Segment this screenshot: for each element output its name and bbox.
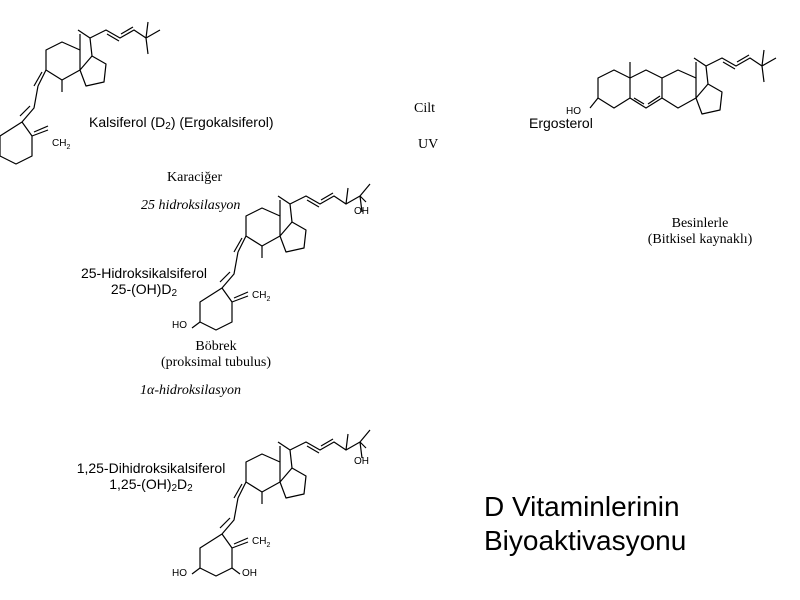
- ch2-atom-label: CH2: [252, 290, 270, 303]
- ch2-atom-label: CH2: [252, 536, 270, 549]
- hydroxy25-line2: 25-(OH)D2: [110, 281, 178, 299]
- calciferol-structure: HO CH2: [0, 21, 161, 165]
- dihydroxy-structure: OH HO OH CH2: [172, 429, 371, 579]
- dihydroxy-name: 1,25-Dihidroksikalsiferol 1,25-(OH)2D2: [56, 460, 246, 494]
- ergosterol-structure: HO: [566, 49, 777, 117]
- ho-atom-label: HO: [172, 320, 187, 331]
- hydroxy25-structure: OH HO CH2: [172, 183, 371, 331]
- diet-label: Besinlerle (Bitkisel kaynaklı): [640, 216, 760, 248]
- skin-label: Cilt: [414, 101, 436, 116]
- dihydroxy-line1: 1,25-Dihidroksikalsiferol: [76, 460, 226, 476]
- ho-atom-label: HO: [172, 568, 187, 579]
- kidney-organ: Böbrek: [195, 339, 237, 354]
- dihydroxy-line2: 1,25-(OH)2D2: [109, 476, 193, 494]
- oh-atom-label: OH: [242, 568, 257, 579]
- ergosterol-name: Ergosterol: [529, 115, 593, 131]
- hydroxylation-1a-label: 1α-hidroksilasyon: [140, 383, 241, 398]
- oh-atom-label: OH: [354, 456, 369, 467]
- page-title: D Vitaminlerinin Biyoaktivasyonu: [484, 490, 686, 558]
- hydroxylation-25-label: 25 hidroksilasyon: [141, 198, 241, 213]
- diet-line2: (Bitkisel kaynaklı): [647, 232, 753, 247]
- hydroxy25-line1: 25-Hidroksikalsiferol: [80, 265, 208, 281]
- hydroxy25-name: 25-Hidroksikalsiferol 25-(OH)D2: [60, 265, 228, 299]
- liver-label: Karaciğer: [167, 170, 223, 185]
- kidney-label: Böbrek (proksimal tubulus): [148, 339, 284, 371]
- calciferol-name: Kalsiferol (D2) (Ergokalsiferol): [89, 114, 274, 132]
- title-line2: Biyoaktivasyonu: [484, 525, 687, 556]
- kidney-location: (proksimal tubulus): [160, 355, 272, 370]
- uv-label: UV: [418, 137, 439, 152]
- ho-atom-label: HO: [566, 106, 581, 117]
- oh-atom-label: OH: [354, 206, 369, 217]
- ch2-atom-label: CH2: [52, 138, 70, 151]
- title-line1: D Vitaminlerinin: [484, 491, 680, 522]
- diet-line1: Besinlerle: [671, 216, 729, 231]
